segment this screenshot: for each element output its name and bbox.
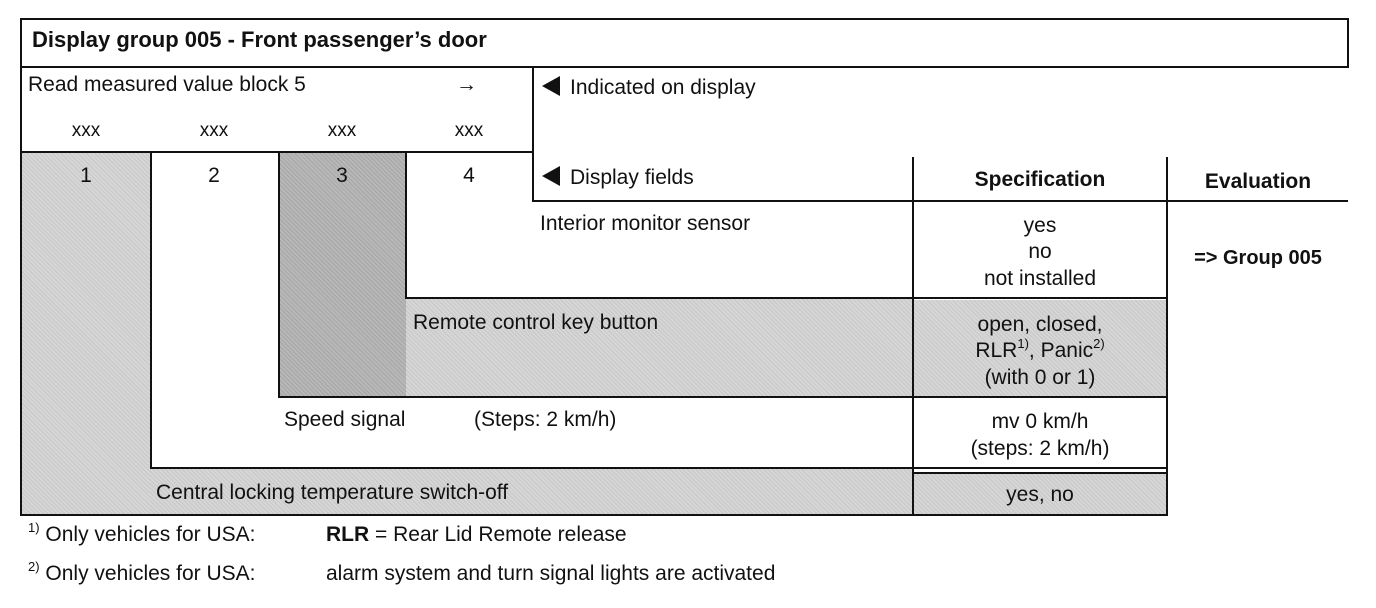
footnote-2-text: alarm system and turn signal lights are …	[326, 562, 776, 585]
field-3-shading	[278, 152, 406, 396]
row-name: Interior monitor sensor	[540, 212, 751, 235]
specification-header: Specification	[974, 168, 1106, 191]
display-field-placeholder: xxx	[454, 120, 484, 141]
left-triangle-icon	[542, 76, 560, 96]
spec-value: no	[1028, 240, 1052, 263]
remote-spec-shading	[914, 300, 1166, 398]
left-triangle-icon	[542, 166, 560, 186]
footnote-2: 2) Only vehicles for USA:	[28, 559, 256, 585]
field-number: 3	[336, 164, 348, 187]
footnote-1: 1) Only vehicles for USA:	[28, 520, 256, 546]
display-field-placeholder: xxx	[199, 120, 229, 141]
field-number: 2	[208, 164, 220, 187]
page-title: Display group 005 - Front passenger’s do…	[32, 27, 487, 52]
spec-value: open, closed,	[977, 313, 1103, 336]
spec-value: not installed	[983, 267, 1097, 290]
read-block-label: Read measured value block 5	[28, 73, 306, 96]
indicated-on-display-label: Indicated on display	[542, 76, 756, 100]
read-block-arrow: →	[456, 73, 477, 96]
field-2-bottom-shading	[150, 468, 912, 514]
footnote-1-text: RLR = Rear Lid Remote release	[326, 523, 627, 546]
display-field-placeholder: xxx	[71, 120, 101, 141]
row-name: Central locking temperature switch-off	[156, 481, 509, 504]
spec-value: mv 0 km/h	[991, 410, 1089, 433]
evaluation-value: => Group 005	[1194, 247, 1322, 269]
row-name: Remote control key button	[413, 311, 659, 334]
evaluation-header: Evaluation	[1204, 170, 1312, 193]
spec-value: (with 0 or 1)	[984, 366, 1096, 389]
field-number: 1	[80, 164, 92, 187]
spec-value: RLR1), Panic2)	[975, 336, 1105, 362]
field-3-row-shading	[406, 298, 912, 396]
field-number: 4	[463, 164, 475, 187]
central-spec-shading	[914, 474, 1166, 514]
display-fields-label: Display fields	[542, 166, 694, 190]
spec-value: (steps: 2 km/h)	[970, 437, 1110, 460]
spec-value: yes, no	[1006, 483, 1074, 506]
row-name: Speed signal	[284, 408, 406, 431]
spec-value: yes	[1023, 214, 1057, 237]
display-field-placeholder: xxx	[327, 120, 357, 141]
field-1-shading	[22, 152, 150, 514]
row-note: (Steps: 2 km/h)	[474, 408, 617, 431]
